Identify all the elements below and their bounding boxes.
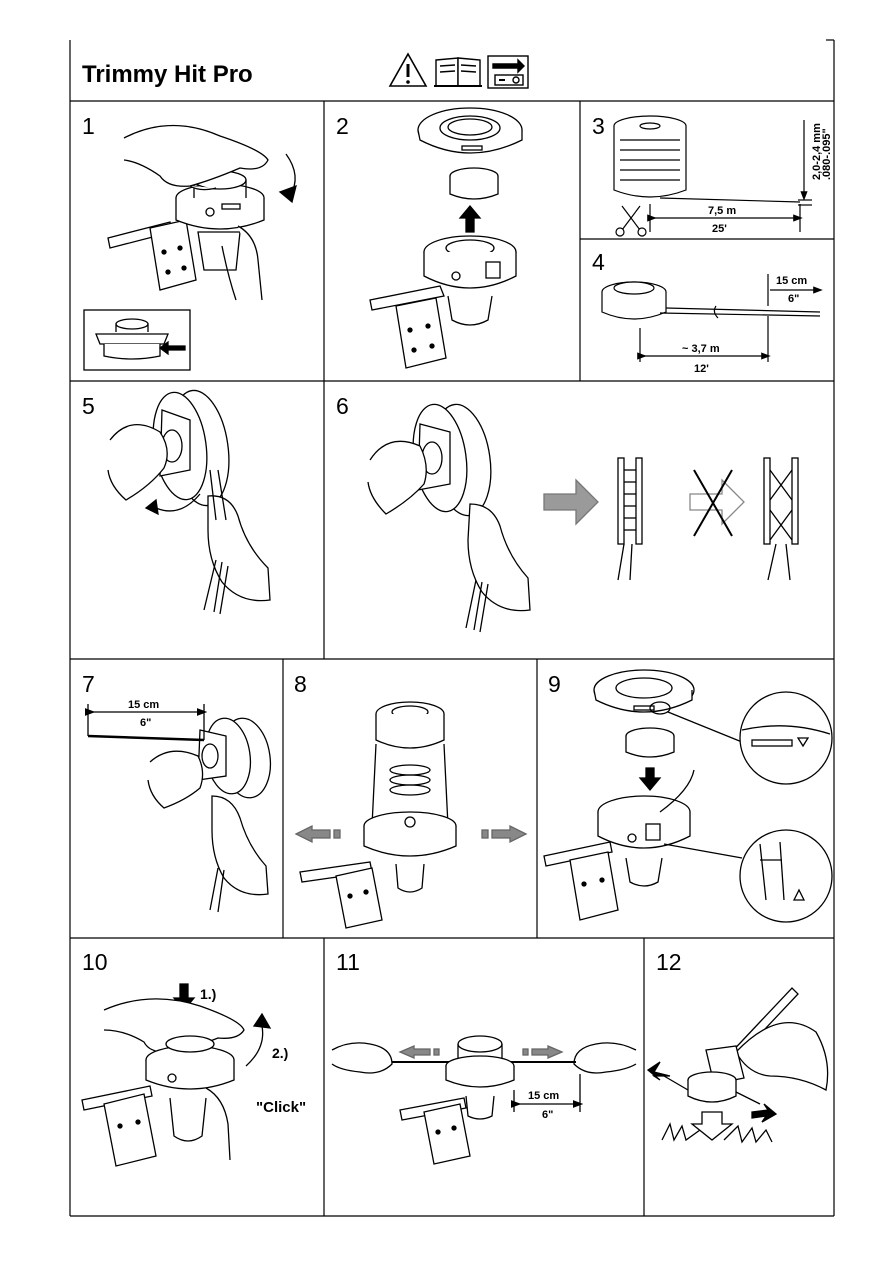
step-5-illustration bbox=[107, 389, 271, 615]
s7-in: 6" bbox=[140, 717, 151, 729]
panel-grid bbox=[69, 39, 835, 1217]
manual-book-icon bbox=[434, 57, 482, 87]
s4-long-ft: 12' bbox=[694, 363, 709, 375]
step-number-12: 12 bbox=[656, 949, 682, 975]
s10-push-label: 1.) bbox=[200, 986, 216, 1002]
step-3-illustration bbox=[613, 115, 812, 237]
step-7-illustration bbox=[84, 704, 272, 913]
step-2-illustration bbox=[369, 107, 523, 369]
step-number-11: 11 bbox=[336, 949, 360, 975]
step-1-illustration bbox=[83, 124, 297, 371]
step-6-illustration bbox=[367, 403, 799, 633]
s10-click-label: "Click" bbox=[256, 1099, 306, 1116]
s4-short-in: 6" bbox=[788, 293, 799, 305]
warning-icon bbox=[388, 52, 428, 87]
step-number-10: 10 bbox=[82, 949, 108, 975]
step-number-6: 6 bbox=[336, 393, 349, 419]
s10-turn-label: 2.) bbox=[272, 1045, 288, 1061]
step-number-1: 1 bbox=[82, 113, 95, 139]
step-number-8: 8 bbox=[294, 671, 307, 697]
step-11-illustration bbox=[331, 1035, 637, 1165]
s3-length-m: 7,5 m bbox=[708, 205, 736, 217]
step-8-illustration bbox=[294, 701, 528, 929]
step-number-9: 9 bbox=[548, 671, 561, 697]
step-number-2: 2 bbox=[336, 113, 349, 139]
step-number-4: 4 bbox=[592, 249, 605, 275]
s11-cm: 15 cm bbox=[528, 1090, 559, 1102]
page-title: Trimmy Hit Pro bbox=[82, 61, 253, 88]
step-number-5: 5 bbox=[82, 393, 95, 419]
step-12-illustration bbox=[646, 987, 829, 1144]
s7-cm: 15 cm bbox=[128, 699, 159, 711]
step-10-illustration bbox=[81, 983, 272, 1167]
s3-diameter-in: .080-.095" bbox=[821, 128, 833, 180]
instruction-sheet-icon bbox=[487, 55, 529, 89]
step-number-7: 7 bbox=[82, 671, 95, 697]
s11-in: 6" bbox=[542, 1109, 553, 1121]
step-4-illustration bbox=[601, 274, 823, 362]
s3-diameter-mm: 2,0-2,4 mm bbox=[811, 123, 823, 180]
s4-short-cm: 15 cm bbox=[776, 275, 807, 287]
step-9-illustration bbox=[543, 669, 833, 923]
step-number-3: 3 bbox=[592, 113, 605, 139]
s3-length-ft: 25' bbox=[712, 223, 727, 235]
s4-long-m: ~ 3,7 m bbox=[682, 343, 720, 355]
